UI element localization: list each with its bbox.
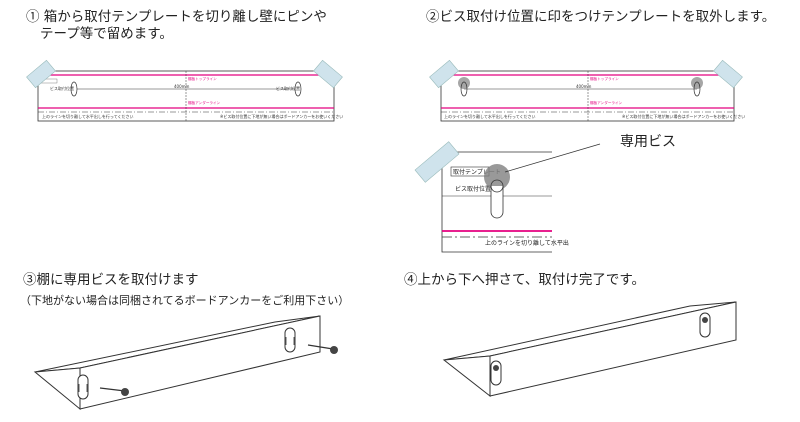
zoom-cut-text: 上のラインを切り離して水平出 (485, 239, 569, 247)
template-screw-pos-left: ビス取付位置 (50, 85, 74, 91)
tape-left (26, 59, 56, 89)
screw-right (307, 344, 338, 354)
step-1-text: ① 箱から取付テンプレートを切り離し壁にピンや テープ等で留めます。 (26, 9, 327, 42)
zoom-screw-mark (484, 164, 510, 190)
screw-callout-line (504, 143, 601, 173)
step-4-shelf (442, 301, 737, 398)
template-screw-pos-right: ビス取付位置 (276, 85, 300, 91)
step-2-zoom-detail: 取付テンプレート ビス取付位置 上のラインを切り離して水平出 (414, 141, 601, 253)
template2-footer-right: ※ビス取付位置に下地が無い場合はボードアンカーをお使いください (622, 113, 745, 119)
screw-mark-left (458, 77, 470, 89)
step-2-text: ②ビス取付け位置に印をつけテンプレートを取外します。 (426, 9, 776, 25)
screw-left (99, 387, 129, 396)
step-3-text: ③棚に専用ビスを取付けます (23, 272, 199, 288)
step-3-shelf (33, 315, 338, 411)
step-4-text: ④上から下へ押さて、取付け完了です。 (404, 272, 645, 288)
template2-top-line-label: 棚板トップライン (590, 76, 619, 81)
template2-under-line-label: 棚板アンダーライン (590, 100, 623, 105)
zoom-template-title: 取付テンプレート (453, 168, 501, 176)
screw-callout-label: 専用ビス (620, 134, 676, 150)
screw-mark-right (691, 77, 703, 89)
template-footer-left: 上のラインを切り離して水平出しを行ってください (42, 113, 134, 119)
zoom-screw-pos: ビス取付位置 (455, 185, 491, 193)
template2-width-label: 400mm (576, 84, 592, 89)
tape-right (313, 59, 343, 89)
template-footer-right: ※ビス取付位置に下地が無い場合はボードアンカーをお使いください (220, 113, 343, 119)
template-top-line-label: 棚板トップライン (188, 76, 217, 81)
step-1-template: 棚板トップライン 棚板アンダーライン 400mm ビス取付位置 ビス取付位置 上… (26, 59, 343, 122)
template-width-label: 400mm (174, 84, 190, 89)
template-under-line-label: 棚板アンダーライン (188, 100, 221, 105)
template2-footer-left: 上のラインを切り離して水平出しを行ってください (444, 113, 536, 119)
step-3-note: （下地がない場合は同梱されてるボードアンカーをご利用下さい） (20, 294, 350, 307)
step-2-template: 棚板トップライン 棚板アンダーライン 400mm 上のラインを切り離して水平出し… (429, 59, 745, 122)
